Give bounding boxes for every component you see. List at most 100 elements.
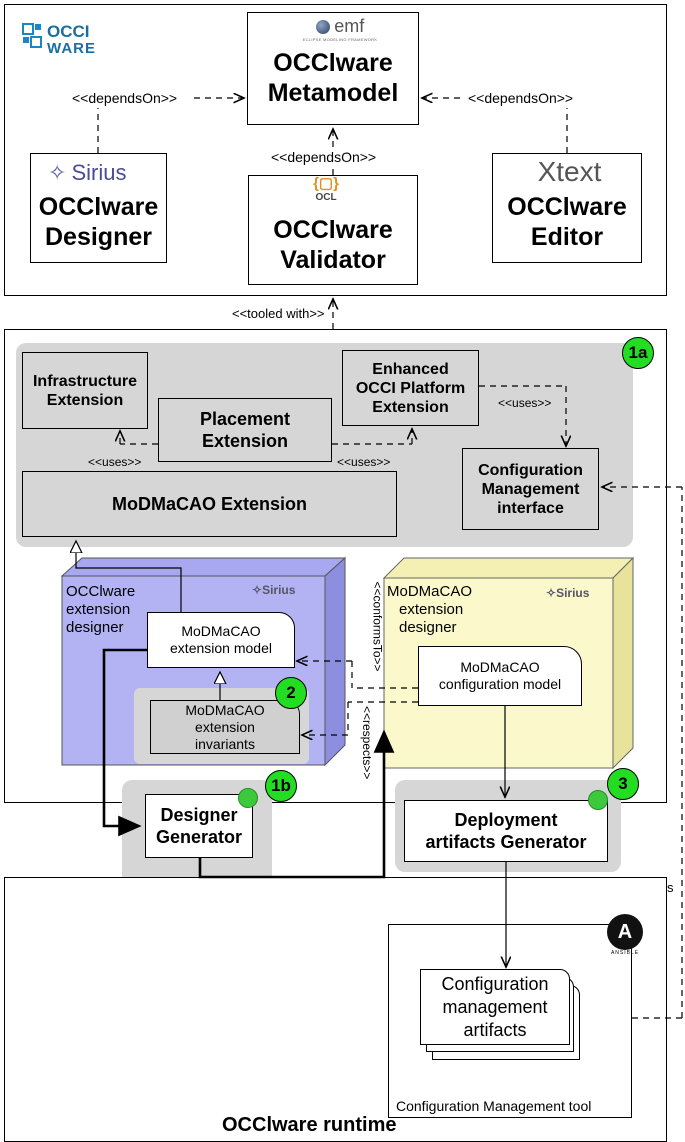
designer-generator-box: Designer Generator bbox=[145, 794, 253, 858]
sirius-small-icon-right: ✧ bbox=[546, 586, 557, 600]
metamodel-line-1: OCClware bbox=[273, 48, 393, 77]
designer-line-1: OCClware bbox=[38, 193, 159, 221]
validator-line-2: Validator bbox=[280, 246, 386, 274]
ocl-logo: {▢} OCL bbox=[306, 176, 346, 208]
ocl-logo-text: OCL bbox=[315, 192, 337, 203]
ansible-icon: A bbox=[607, 914, 643, 950]
badge-1a: 1a bbox=[622, 337, 654, 369]
deployment-generator-wifi-icon bbox=[588, 790, 608, 810]
placement-extension-box: Placement Extension bbox=[158, 398, 332, 462]
depends-on-right-label: <<dependsOn>> bbox=[468, 90, 574, 106]
depends-on-left-label: <<dependsOn>> bbox=[72, 90, 178, 106]
occiware-extension-designer-label: OCClware extension designer bbox=[66, 583, 135, 637]
tooled-with-label: <<tooled with>> bbox=[232, 306, 325, 321]
emf-logo-sub: ECLIPSE MODELING FRAMEWORK bbox=[302, 37, 378, 42]
occiware-logo-icon: OCCI WARE bbox=[22, 22, 96, 57]
modmacao-extension-invariants-doc: MoDMaCAO extension invariants bbox=[150, 700, 300, 754]
deploy-gen-line-1: Deployment bbox=[454, 810, 558, 830]
designer-gen-line-1: Designer bbox=[160, 805, 238, 825]
designer-gen-line-2: Generator bbox=[155, 827, 243, 847]
emf-globe-icon bbox=[315, 19, 330, 34]
ext-model-line-2: extension model bbox=[170, 640, 272, 656]
artifacts-line-2: management bbox=[442, 996, 548, 1017]
xtext-logo: Xtext bbox=[512, 155, 627, 189]
config-model-line-2: configuration model bbox=[438, 676, 562, 692]
sirius-star-icon: ✧ bbox=[48, 160, 67, 185]
occiware-runtime-title: OCClware runtime bbox=[222, 1114, 397, 1136]
enhanced-occi-platform-box: Enhanced OCCI Platform Extension bbox=[342, 350, 479, 426]
cfg-designer-line-1: MoDMaCAO bbox=[387, 583, 473, 600]
enhanced-line-3: Extension bbox=[372, 398, 449, 416]
ocl-braces-icon: {▢} bbox=[313, 175, 339, 192]
metamodel-line-2: Metamodel bbox=[267, 78, 399, 107]
sirius-small-logo-right: ✧Sirius bbox=[546, 586, 589, 600]
xtext-logo-text: Xtext bbox=[537, 156, 602, 187]
enhanced-line-2: OCCI Platform bbox=[355, 379, 466, 397]
cmi-line-2: Management bbox=[481, 480, 580, 498]
cfg-designer-line-2: extension bbox=[399, 601, 464, 618]
validator-line-1: OCClware bbox=[273, 216, 393, 244]
occiware-editor-box: OCClware Editor bbox=[492, 153, 642, 263]
configuration-management-artifacts-doc: Configuration management artifacts bbox=[420, 969, 570, 1045]
occiware-logo: OCCI WARE bbox=[22, 20, 127, 57]
sirius-small-logo-left: ✧Sirius bbox=[252, 583, 295, 597]
infrastructure-extension-box: Infrastructure Extension bbox=[22, 352, 148, 429]
respects-text: <<respects>> bbox=[360, 706, 374, 780]
conforms-to-text: <<conformsTo>> bbox=[370, 581, 385, 672]
designer-generator-wifi-icon bbox=[238, 788, 258, 808]
artifacts-line-1: Configuration bbox=[441, 973, 549, 994]
ext-model-line-1: MoDMaCAO bbox=[181, 623, 261, 639]
badge-2: 2 bbox=[275, 677, 307, 709]
uses-mid-label: <<uses>> bbox=[337, 455, 391, 469]
emf-logo: emf ECLIPSE MODELING FRAMEWORK bbox=[300, 16, 380, 50]
invariants-line-2: extension bbox=[195, 718, 255, 735]
svg-text:WARE: WARE bbox=[47, 40, 96, 56]
occiware-validator-box: OCClware Validator bbox=[248, 175, 418, 285]
infra-line-1: Infrastructure bbox=[32, 372, 138, 390]
ext-designer-line-3: designer bbox=[66, 619, 124, 636]
uses-right-label: <<uses>> bbox=[498, 396, 552, 410]
ext-designer-line-2: extension bbox=[66, 601, 131, 618]
sirius-small-text-right: Sirius bbox=[556, 586, 590, 600]
editor-line-1: OCClware bbox=[507, 193, 627, 221]
ext-designer-line-1: OCClware bbox=[66, 583, 136, 600]
invariants-line-1: MoDMaCAO bbox=[185, 701, 265, 718]
ansible-logo: A ANSIBLE bbox=[604, 914, 646, 964]
occiware-metamodel-box: OCClware Metamodel bbox=[247, 12, 419, 125]
infra-line-2: Extension bbox=[46, 391, 124, 409]
sirius-small-icon-left: ✧ bbox=[252, 583, 263, 597]
configuration-management-tool-label: Configuration Management tool bbox=[396, 1098, 592, 1114]
modmacao-extension-label: MoDMaCAO Extension bbox=[111, 494, 307, 514]
modmacao-extension-model-doc: MoDMaCAO extension model bbox=[147, 612, 295, 668]
modmacao-configuration-model-doc: MoDMaCAO configuration model bbox=[418, 646, 582, 706]
ansible-logo-text: ANSIBLE bbox=[610, 950, 640, 956]
sirius-logo: ✧ Sirius bbox=[48, 158, 158, 188]
respects-label: <<respects>> bbox=[360, 706, 374, 796]
sirius-small-text-left: Sirius bbox=[262, 583, 296, 597]
artifacts-line-3: artifacts bbox=[463, 1019, 527, 1040]
sirius-logo-text: Sirius bbox=[71, 160, 127, 185]
uses-left-label: <<uses>> bbox=[88, 455, 142, 469]
cfg-designer-line-3: designer bbox=[399, 619, 457, 636]
modmacao-extension-box: MoDMaCAO Extension bbox=[22, 471, 397, 537]
config-model-line-1: MoDMaCAO bbox=[460, 659, 540, 675]
badge-3: 3 bbox=[607, 768, 639, 800]
designer-line-2: Designer bbox=[45, 223, 152, 251]
editor-line-2: Editor bbox=[530, 223, 604, 251]
badge-1b: 1b bbox=[265, 770, 297, 802]
modmacao-extension-designer-label: MoDMaCAO extension designer bbox=[387, 583, 472, 637]
deploy-gen-line-2: artifacts Generator bbox=[425, 832, 587, 852]
configuration-management-interface-box: Configuration Management interface bbox=[462, 448, 599, 530]
placement-line-1: Placement bbox=[199, 409, 291, 429]
placement-line-2: Extension bbox=[201, 431, 289, 451]
svg-text:OCCI: OCCI bbox=[47, 22, 90, 41]
emf-logo-text: emf bbox=[334, 16, 365, 36]
cmi-line-1: Configuration bbox=[478, 461, 583, 479]
conforms-to-label: <<conformsTo>> bbox=[370, 580, 385, 690]
enhanced-line-1: Enhanced bbox=[372, 360, 449, 378]
cmi-line-3: interface bbox=[497, 499, 564, 517]
occiware-designer-box: OCClware Designer bbox=[30, 153, 167, 263]
depends-on-mid-label: <<dependsOn>> bbox=[271, 149, 377, 165]
deployment-artifacts-generator-box: Deployment artifacts Generator bbox=[404, 800, 608, 862]
invariants-line-3: invariants bbox=[195, 735, 255, 752]
